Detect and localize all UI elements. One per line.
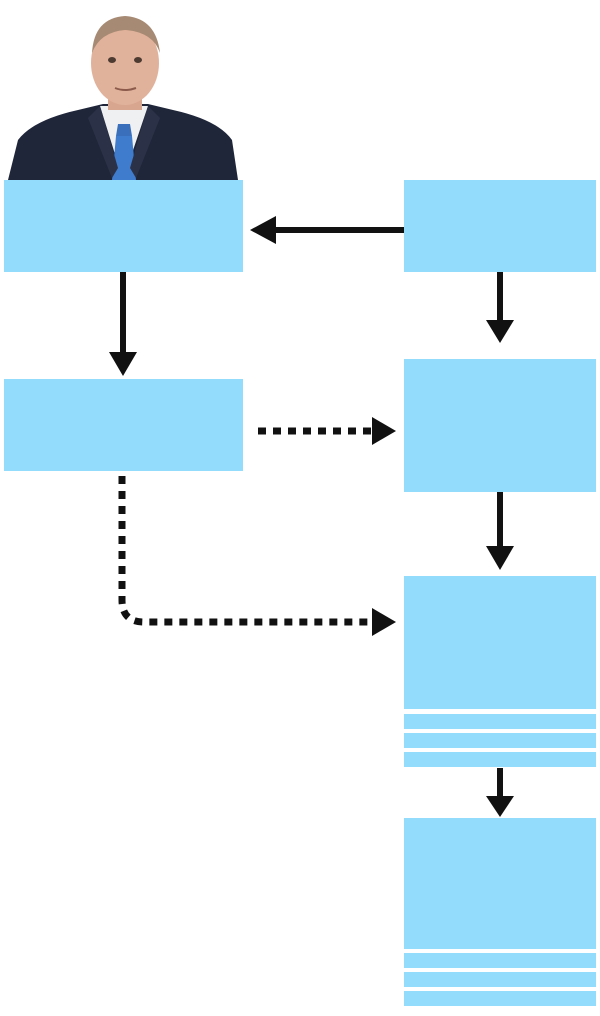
arrow-middle-left-to-lower-right — [118, 476, 372, 626]
bottom-right-strip — [404, 991, 596, 1006]
bottom-right-box — [404, 818, 596, 949]
bottom-right-strip — [404, 972, 596, 987]
arrow-head-icon — [372, 608, 396, 636]
arrow-head-icon — [486, 546, 514, 570]
arrow-head-icon — [486, 320, 514, 343]
middle-left-box — [4, 379, 243, 471]
arrow-head-icon — [372, 417, 396, 445]
person-portrait-icon — [8, 16, 238, 180]
middle-right-box — [404, 359, 596, 492]
arrow-head-icon — [250, 216, 276, 244]
bottom-right-strip — [404, 953, 596, 968]
lower-right-box — [404, 576, 596, 709]
top-right-box — [404, 180, 596, 272]
arrow-head-icon — [109, 352, 137, 376]
lower-right-strip — [404, 752, 596, 767]
arrow-head-icon — [486, 796, 514, 817]
top-left-box — [4, 180, 243, 272]
lower-right-strip — [404, 733, 596, 748]
lower-right-strip — [404, 714, 596, 729]
